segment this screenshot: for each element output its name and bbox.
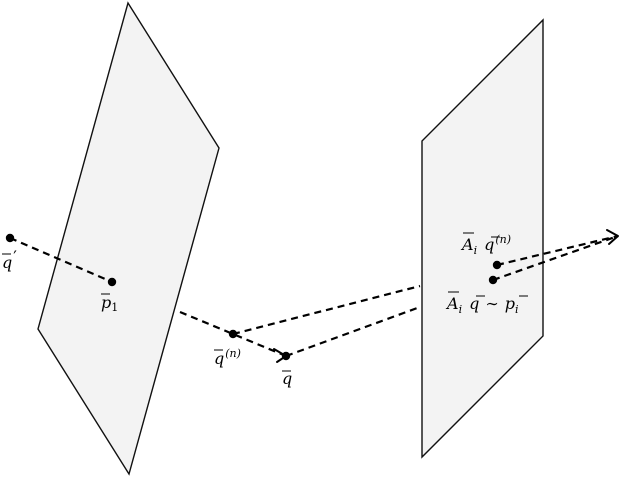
point-q: [281, 351, 291, 361]
label-q-n: q(n): [214, 347, 241, 368]
svg-text:Aiq∼pi: Aiq∼pi: [445, 294, 519, 316]
ray-Aiqn-to-arrow: [496, 234, 619, 267]
left-plane: [37, 1, 220, 476]
point-Ai-q: [488, 275, 498, 285]
right-plane: [421, 18, 544, 459]
arrowhead-right: [606, 229, 619, 245]
svg-text:q′: q′: [2, 247, 17, 272]
ray-Aiq-to-arrow: [492, 234, 619, 282]
svg-text:p1: p1: [101, 293, 118, 314]
svg-text:Aiq(n): Aiq(n): [460, 233, 511, 257]
label-q-prime: q′: [2, 247, 17, 272]
ray-qprime-to-p1: [9, 236, 113, 284]
ray-qn-to-right-plane: [232, 284, 421, 336]
point-Ai-q-n: [492, 260, 502, 270]
label-p1: p1: [101, 293, 118, 314]
svg-text:q(n): q(n): [214, 347, 241, 368]
svg-text:q: q: [282, 369, 292, 388]
point-q-prime: [5, 233, 15, 243]
label-q: q: [282, 369, 292, 388]
point-p1: [107, 277, 117, 287]
point-q-n: [228, 329, 238, 339]
